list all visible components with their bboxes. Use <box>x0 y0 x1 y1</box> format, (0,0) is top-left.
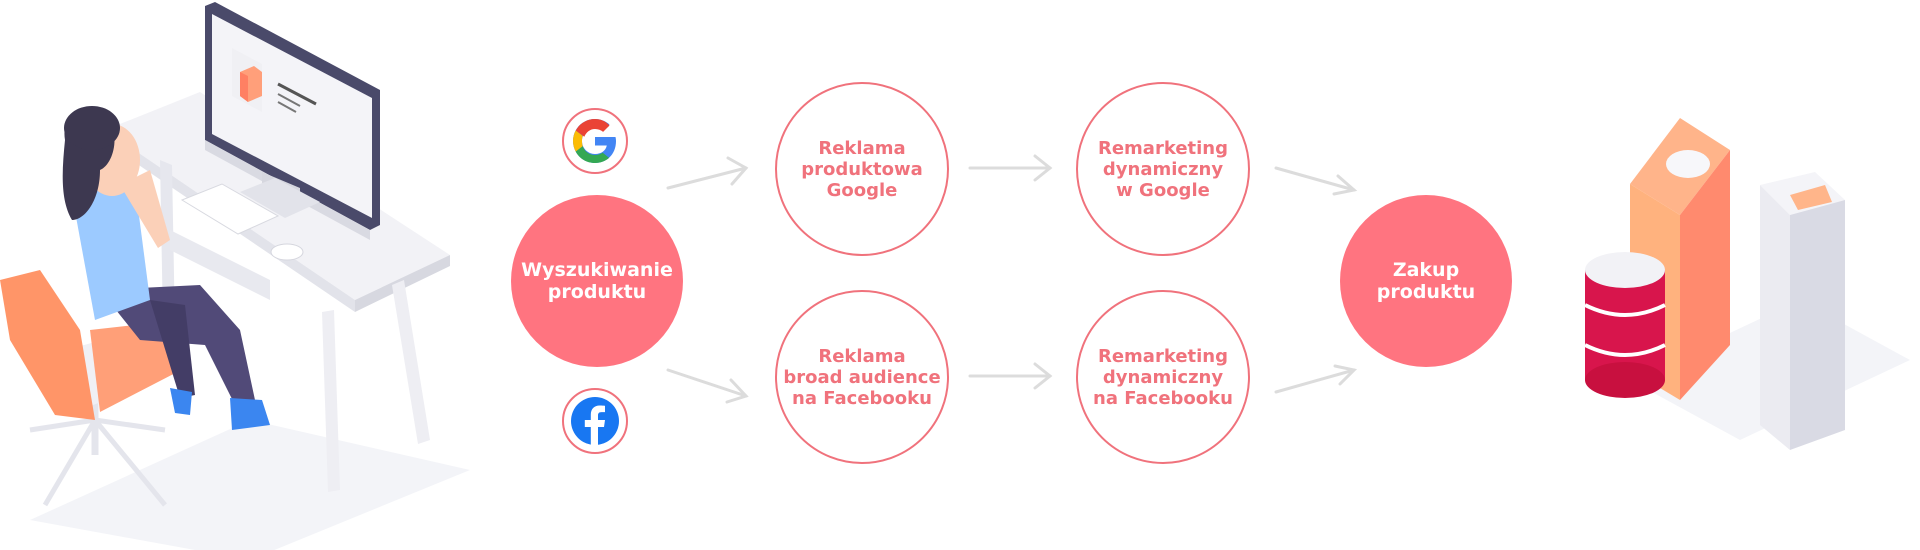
arrow-facebook-to-purchase <box>1274 364 1358 394</box>
step-google-remarketing: Remarketing dynamiczny w Google <box>1076 82 1250 256</box>
arrow-start-to-google <box>666 156 749 190</box>
arrow-facebook-ads-to-remarketing <box>968 362 1053 390</box>
end-node-product-purchase: Zakup produktu <box>1340 195 1512 367</box>
start-node-label: Wyszukiwanie produktu <box>521 259 673 303</box>
google-icon <box>573 119 616 163</box>
arrow-google-to-purchase <box>1274 166 1358 196</box>
step-google-product-ads: Reklama produktowa Google <box>775 82 949 256</box>
step-facebook-broad-audience-ads: Reklama broad audience na Facebooku <box>775 290 949 464</box>
step-facebook-remarketing: Remarketing dynamiczny na Facebooku <box>1076 290 1250 464</box>
facebook-icon <box>571 397 619 446</box>
end-node-label: Zakup produktu <box>1376 259 1476 303</box>
step-facebook-ads-label: Reklama broad audience na Facebooku <box>783 345 941 409</box>
step-facebook-remarketing-label: Remarketing dynamiczny na Facebooku <box>1093 345 1233 409</box>
step-google-remarketing-label: Remarketing dynamiczny w Google <box>1097 137 1229 201</box>
step-google-product-ads-label: Reklama produktowa Google <box>801 137 923 201</box>
products-illustration <box>1584 118 1910 450</box>
arrow-start-to-facebook <box>666 368 749 404</box>
facebook-logo <box>562 388 628 454</box>
arrow-google-ads-to-remarketing <box>968 154 1053 182</box>
start-node-product-search: Wyszukiwanie produktu <box>511 195 683 367</box>
google-logo <box>562 108 628 174</box>
person-at-desk-illustration <box>0 2 470 550</box>
